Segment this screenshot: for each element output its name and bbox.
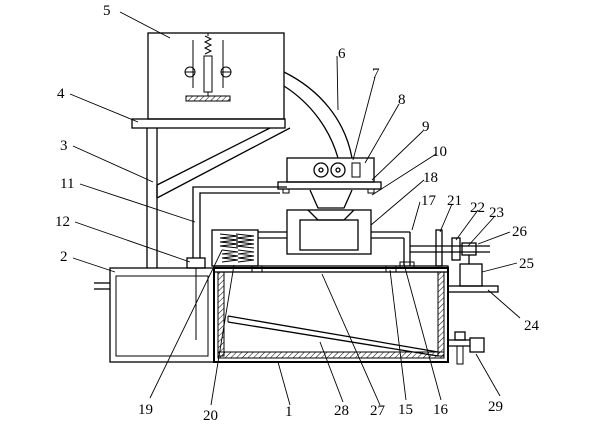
label-10: 10	[432, 144, 447, 160]
left-tank	[94, 257, 215, 363]
label-12: 12	[55, 214, 70, 230]
label-2: 2	[60, 249, 68, 265]
label-9: 9	[422, 119, 430, 135]
label-7: 7	[372, 66, 380, 82]
label-19: 19	[138, 402, 153, 418]
label-25: 25	[519, 256, 534, 272]
leader-lines	[69, 11, 521, 406]
upper-box	[147, 32, 285, 120]
label-28: 28	[334, 403, 349, 419]
label-24: 24	[524, 318, 540, 334]
mixing-box	[286, 209, 411, 266]
label-22: 22	[470, 200, 485, 216]
curved-chute	[283, 71, 353, 159]
label-8: 8	[398, 92, 406, 108]
label-4: 4	[57, 86, 65, 102]
label-20: 20	[203, 408, 218, 424]
label-23: 23	[489, 205, 504, 221]
label-11: 11	[60, 176, 74, 192]
label-17: 17	[421, 193, 437, 209]
label-29: 29	[488, 399, 503, 415]
label-27: 27	[370, 403, 386, 419]
label-21: 21	[447, 193, 462, 209]
pipe	[192, 186, 287, 258]
part-labels: 5 4 3 11 12 2 6 7 8 9 10 18 17 21 22 23 …	[55, 3, 540, 424]
label-26: 26	[512, 224, 528, 240]
label-1: 1	[285, 404, 293, 420]
main-tank	[213, 261, 449, 363]
label-18: 18	[423, 170, 438, 186]
spring-group	[211, 229, 287, 267]
label-5: 5	[103, 3, 111, 19]
label-3: 3	[60, 138, 68, 154]
right-assembly	[410, 229, 499, 365]
label-15: 15	[398, 402, 413, 418]
label-6: 6	[338, 46, 346, 62]
crusher-assembly	[277, 157, 382, 209]
frame-structure	[131, 118, 291, 268]
label-16: 16	[433, 402, 449, 418]
